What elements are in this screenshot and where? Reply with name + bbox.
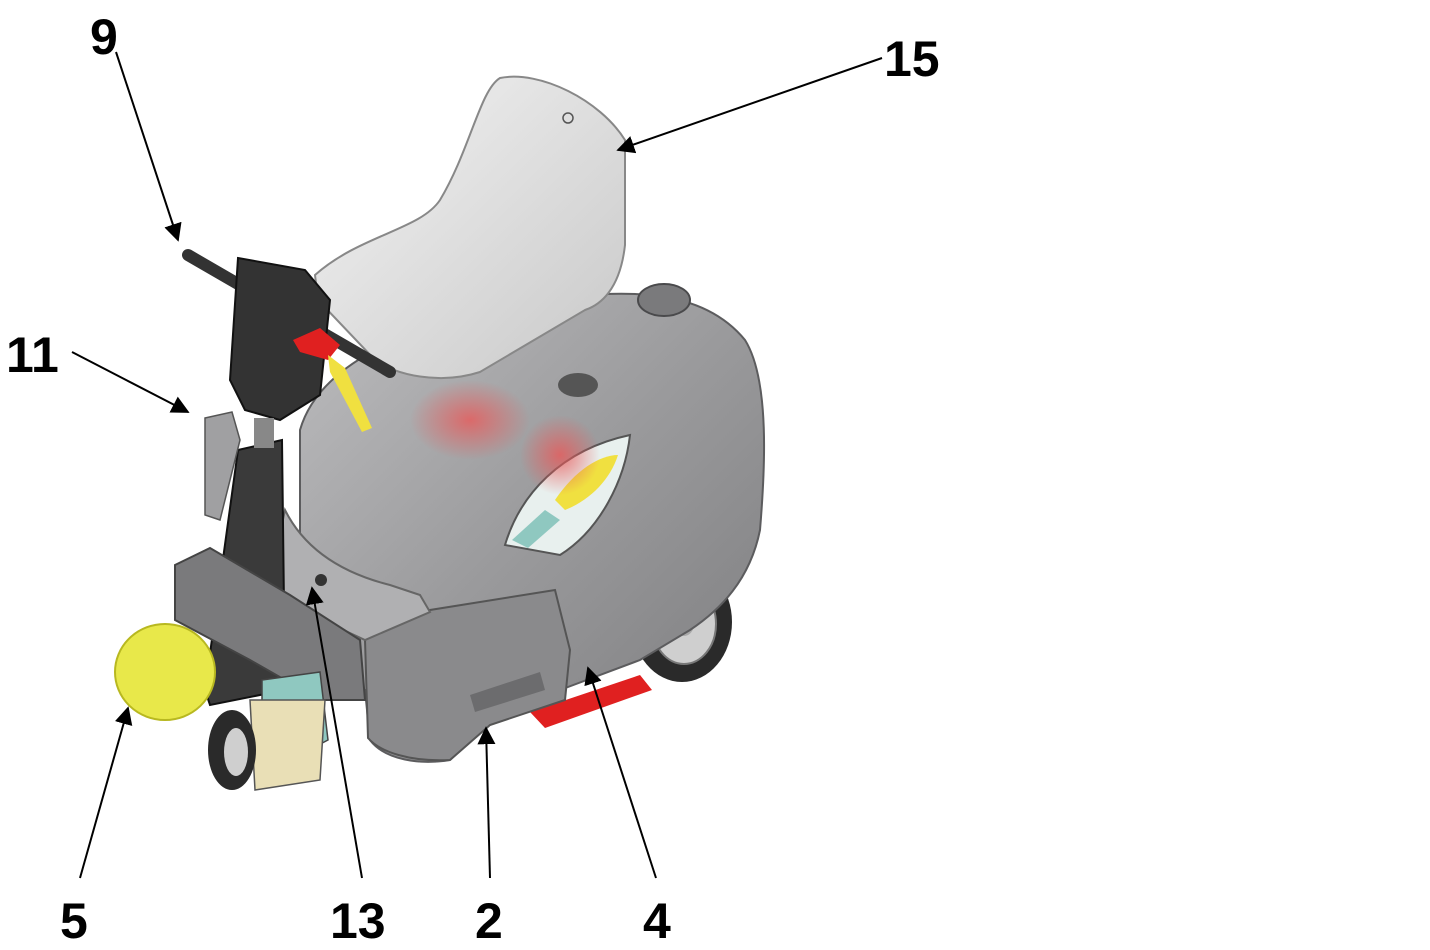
seat-mark bbox=[562, 112, 574, 124]
control-panel bbox=[228, 256, 332, 422]
inner-part-teal bbox=[512, 510, 560, 548]
column-joint bbox=[254, 418, 274, 448]
bumper-slot bbox=[470, 672, 545, 712]
callout-9: 9 bbox=[90, 9, 118, 65]
red-lever bbox=[293, 328, 340, 360]
leader-4 bbox=[584, 666, 657, 879]
caster-bracket bbox=[249, 699, 326, 791]
side-linkage bbox=[204, 411, 241, 521]
callout-5: 5 bbox=[60, 893, 88, 949]
squeegee-red bbox=[530, 675, 652, 728]
leader-5 bbox=[79, 706, 133, 879]
brush-deck bbox=[174, 546, 367, 701]
footwell-knob bbox=[315, 574, 327, 586]
leader-13 bbox=[305, 586, 363, 879]
callout-11: 11 bbox=[6, 327, 59, 383]
front-wheel-rim bbox=[224, 728, 248, 776]
highlight-glow-2 bbox=[520, 415, 600, 495]
cup-holder bbox=[637, 283, 691, 317]
leader-2 bbox=[477, 726, 496, 879]
callout-2: 2 bbox=[475, 893, 503, 949]
brush-disc bbox=[114, 623, 216, 721]
fill-cap bbox=[558, 373, 598, 397]
leader-11 bbox=[71, 351, 190, 413]
callout-13: 13 bbox=[330, 893, 386, 949]
seat bbox=[313, 75, 626, 379]
callout-15: 15 bbox=[884, 31, 940, 87]
leader-15 bbox=[616, 57, 883, 154]
leader-lines bbox=[71, 51, 883, 879]
front-bumper bbox=[363, 588, 572, 762]
leader-9 bbox=[115, 51, 182, 242]
highlight-glow bbox=[410, 380, 530, 460]
callout-4: 4 bbox=[643, 893, 671, 949]
machine-illustration bbox=[114, 75, 766, 791]
yellow-pedal bbox=[328, 355, 372, 432]
